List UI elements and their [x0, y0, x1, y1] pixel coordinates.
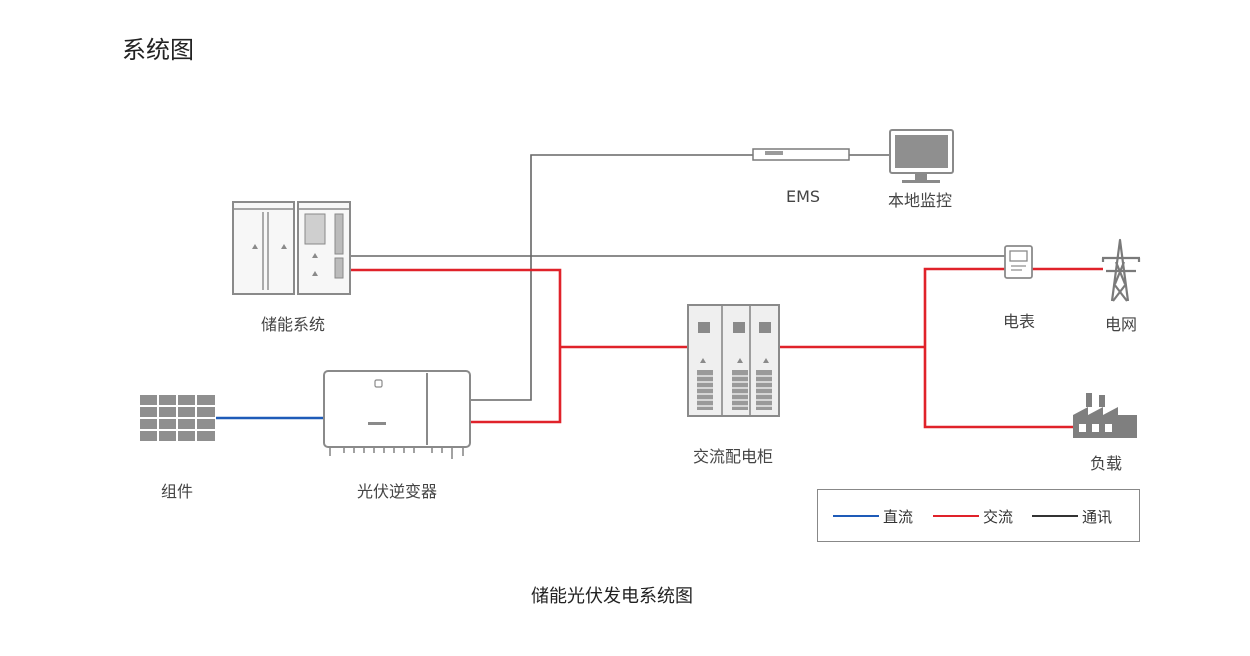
- label-load: 负载: [1089, 454, 1123, 473]
- label-monitor: 本地监控: [887, 191, 953, 210]
- ac-line-icon: [933, 515, 979, 517]
- legend-item-ac: 交流: [933, 507, 1014, 526]
- label-storage: 储能系统: [260, 315, 326, 334]
- label-meter: 电表: [1002, 312, 1036, 331]
- legend-item-dc: 直流: [833, 507, 914, 526]
- solar-panels-icon: [140, 395, 215, 441]
- inverter-icon: [323, 370, 471, 459]
- comm-lines: [350, 154, 1005, 401]
- ac-lines: [350, 267, 1103, 429]
- ac-line-meter-branch: [923, 267, 1005, 347]
- legend-label-comm: 通讯: [1082, 507, 1113, 526]
- ac-line-load: [923, 347, 1073, 429]
- comm-line-icon: [1032, 515, 1078, 517]
- legend-item-comm: 通讯: [1032, 507, 1113, 526]
- ems-icon: [752, 148, 850, 161]
- label-grid: 电网: [1104, 315, 1138, 334]
- label-inverter: 光伏逆变器: [356, 482, 438, 501]
- page-title: 系统图: [122, 36, 194, 64]
- dc-line-icon: [833, 515, 879, 517]
- label-ems: EMS: [785, 187, 821, 206]
- diagram-caption: 储能光伏发电系统图: [531, 586, 693, 607]
- legend-label-ac: 交流: [983, 507, 1014, 526]
- legend-label-dc: 直流: [883, 507, 914, 526]
- monitor-icon: [889, 129, 954, 183]
- power-tower-icon: [1101, 238, 1141, 302]
- label-panels: 组件: [160, 482, 194, 501]
- label-cabinet: 交流配电柜: [692, 447, 774, 466]
- legend: 直流 交流 通讯: [817, 489, 1140, 542]
- factory-icon: [1073, 393, 1137, 438]
- storage-system-icon: [232, 201, 351, 295]
- comm-line-inverter-ems: [470, 154, 753, 401]
- ac-cabinet-icon: [687, 304, 780, 417]
- meter-icon: [1004, 245, 1033, 279]
